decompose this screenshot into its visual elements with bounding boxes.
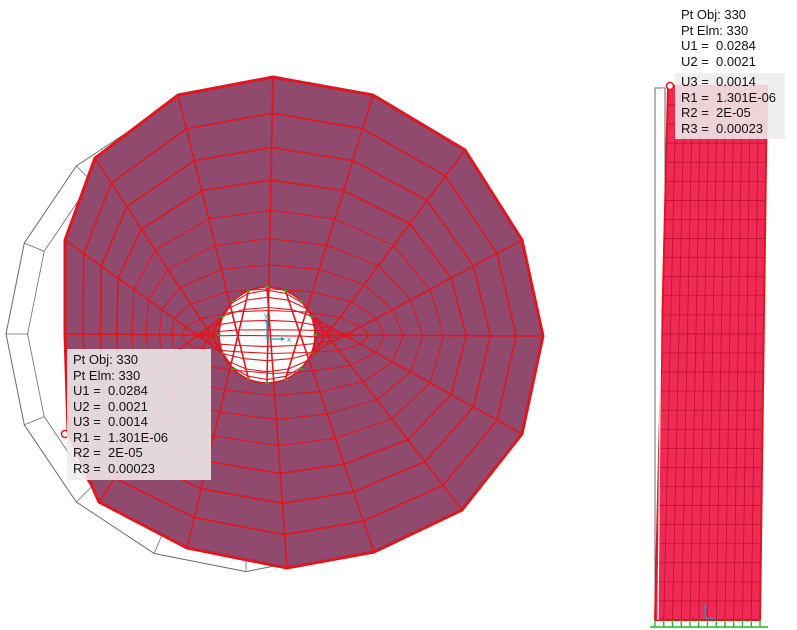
u1-value: U1 = 0.0284 xyxy=(681,38,756,53)
mesh-radial-line xyxy=(284,290,375,553)
mesh-radial-line xyxy=(266,286,288,569)
mesh-radial-line xyxy=(266,76,274,384)
u2-value: U2 = 0.0021 xyxy=(73,398,148,414)
x-axis-label: x xyxy=(287,335,291,344)
point-info-label-elevation-top: Pt Obj: 330 Pt Elm: 330 U1 = 0.0284 U2 =… xyxy=(681,7,756,69)
u3-value: U3 = 0.0014 xyxy=(681,74,756,89)
undeformed-radial-line xyxy=(24,242,45,252)
mesh-radial-line xyxy=(64,239,224,355)
mesh-radial-line xyxy=(64,333,219,336)
mesh-radial-line xyxy=(94,157,234,370)
mesh-radial-line xyxy=(284,94,374,380)
pt-obj-label: Pt Obj: 330 xyxy=(73,352,139,367)
point-info-tooltip-plan: Pt Obj: 330 Pt Elm: 330 U1 = 0.0284 U2 =… xyxy=(67,349,211,480)
u1-value: U1 = 0.0284 xyxy=(73,383,148,398)
supports-elevation xyxy=(650,620,768,628)
r3-value: R3 = 0.00023 xyxy=(73,460,156,476)
selected-point-marker-elevation xyxy=(665,81,675,91)
mesh-radial-line xyxy=(315,334,544,337)
elevation-view[interactable] xyxy=(650,81,769,628)
y-axis-label: y xyxy=(264,311,268,320)
mesh-radial-line xyxy=(177,94,250,380)
undeformed-radial-line xyxy=(76,486,92,503)
pt-obj-label: Pt Obj: 330 xyxy=(681,7,747,22)
r1-value: R1 = 1.301E-06 xyxy=(681,89,777,105)
u2-value: U2 = 0.0021 xyxy=(681,53,756,69)
pt-elm-label: Pt Elm: 330 xyxy=(681,22,749,38)
u3-value: U3 = 0.0014 xyxy=(73,414,148,429)
edge-highlight xyxy=(657,87,664,621)
point-info-tooltip-elevation: U3 = 0.0014 R1 = 1.301E-06 R2 = 2E-05 R3… xyxy=(675,73,785,139)
mesh-radial-line xyxy=(310,315,523,435)
r3-value: R3 = 0.00023 xyxy=(681,120,764,136)
r1-value: R1 = 1.301E-06 xyxy=(73,429,169,445)
y-arrowhead xyxy=(265,319,269,323)
undeformed-radial-line xyxy=(24,416,45,426)
supports-plan xyxy=(217,286,317,384)
pt-elm-label: Pt Elm: 330 xyxy=(73,367,141,383)
x-arrowhead xyxy=(281,337,285,341)
r2-value: R2 = 2E-05 xyxy=(681,105,751,120)
axis-triad: xy xyxy=(264,311,291,344)
r2-value: R2 = 2E-05 xyxy=(73,445,143,460)
mesh-radial-line xyxy=(310,239,523,355)
plan-view[interactable]: xy xyxy=(5,75,545,573)
undeformed-radial-line xyxy=(153,533,163,554)
